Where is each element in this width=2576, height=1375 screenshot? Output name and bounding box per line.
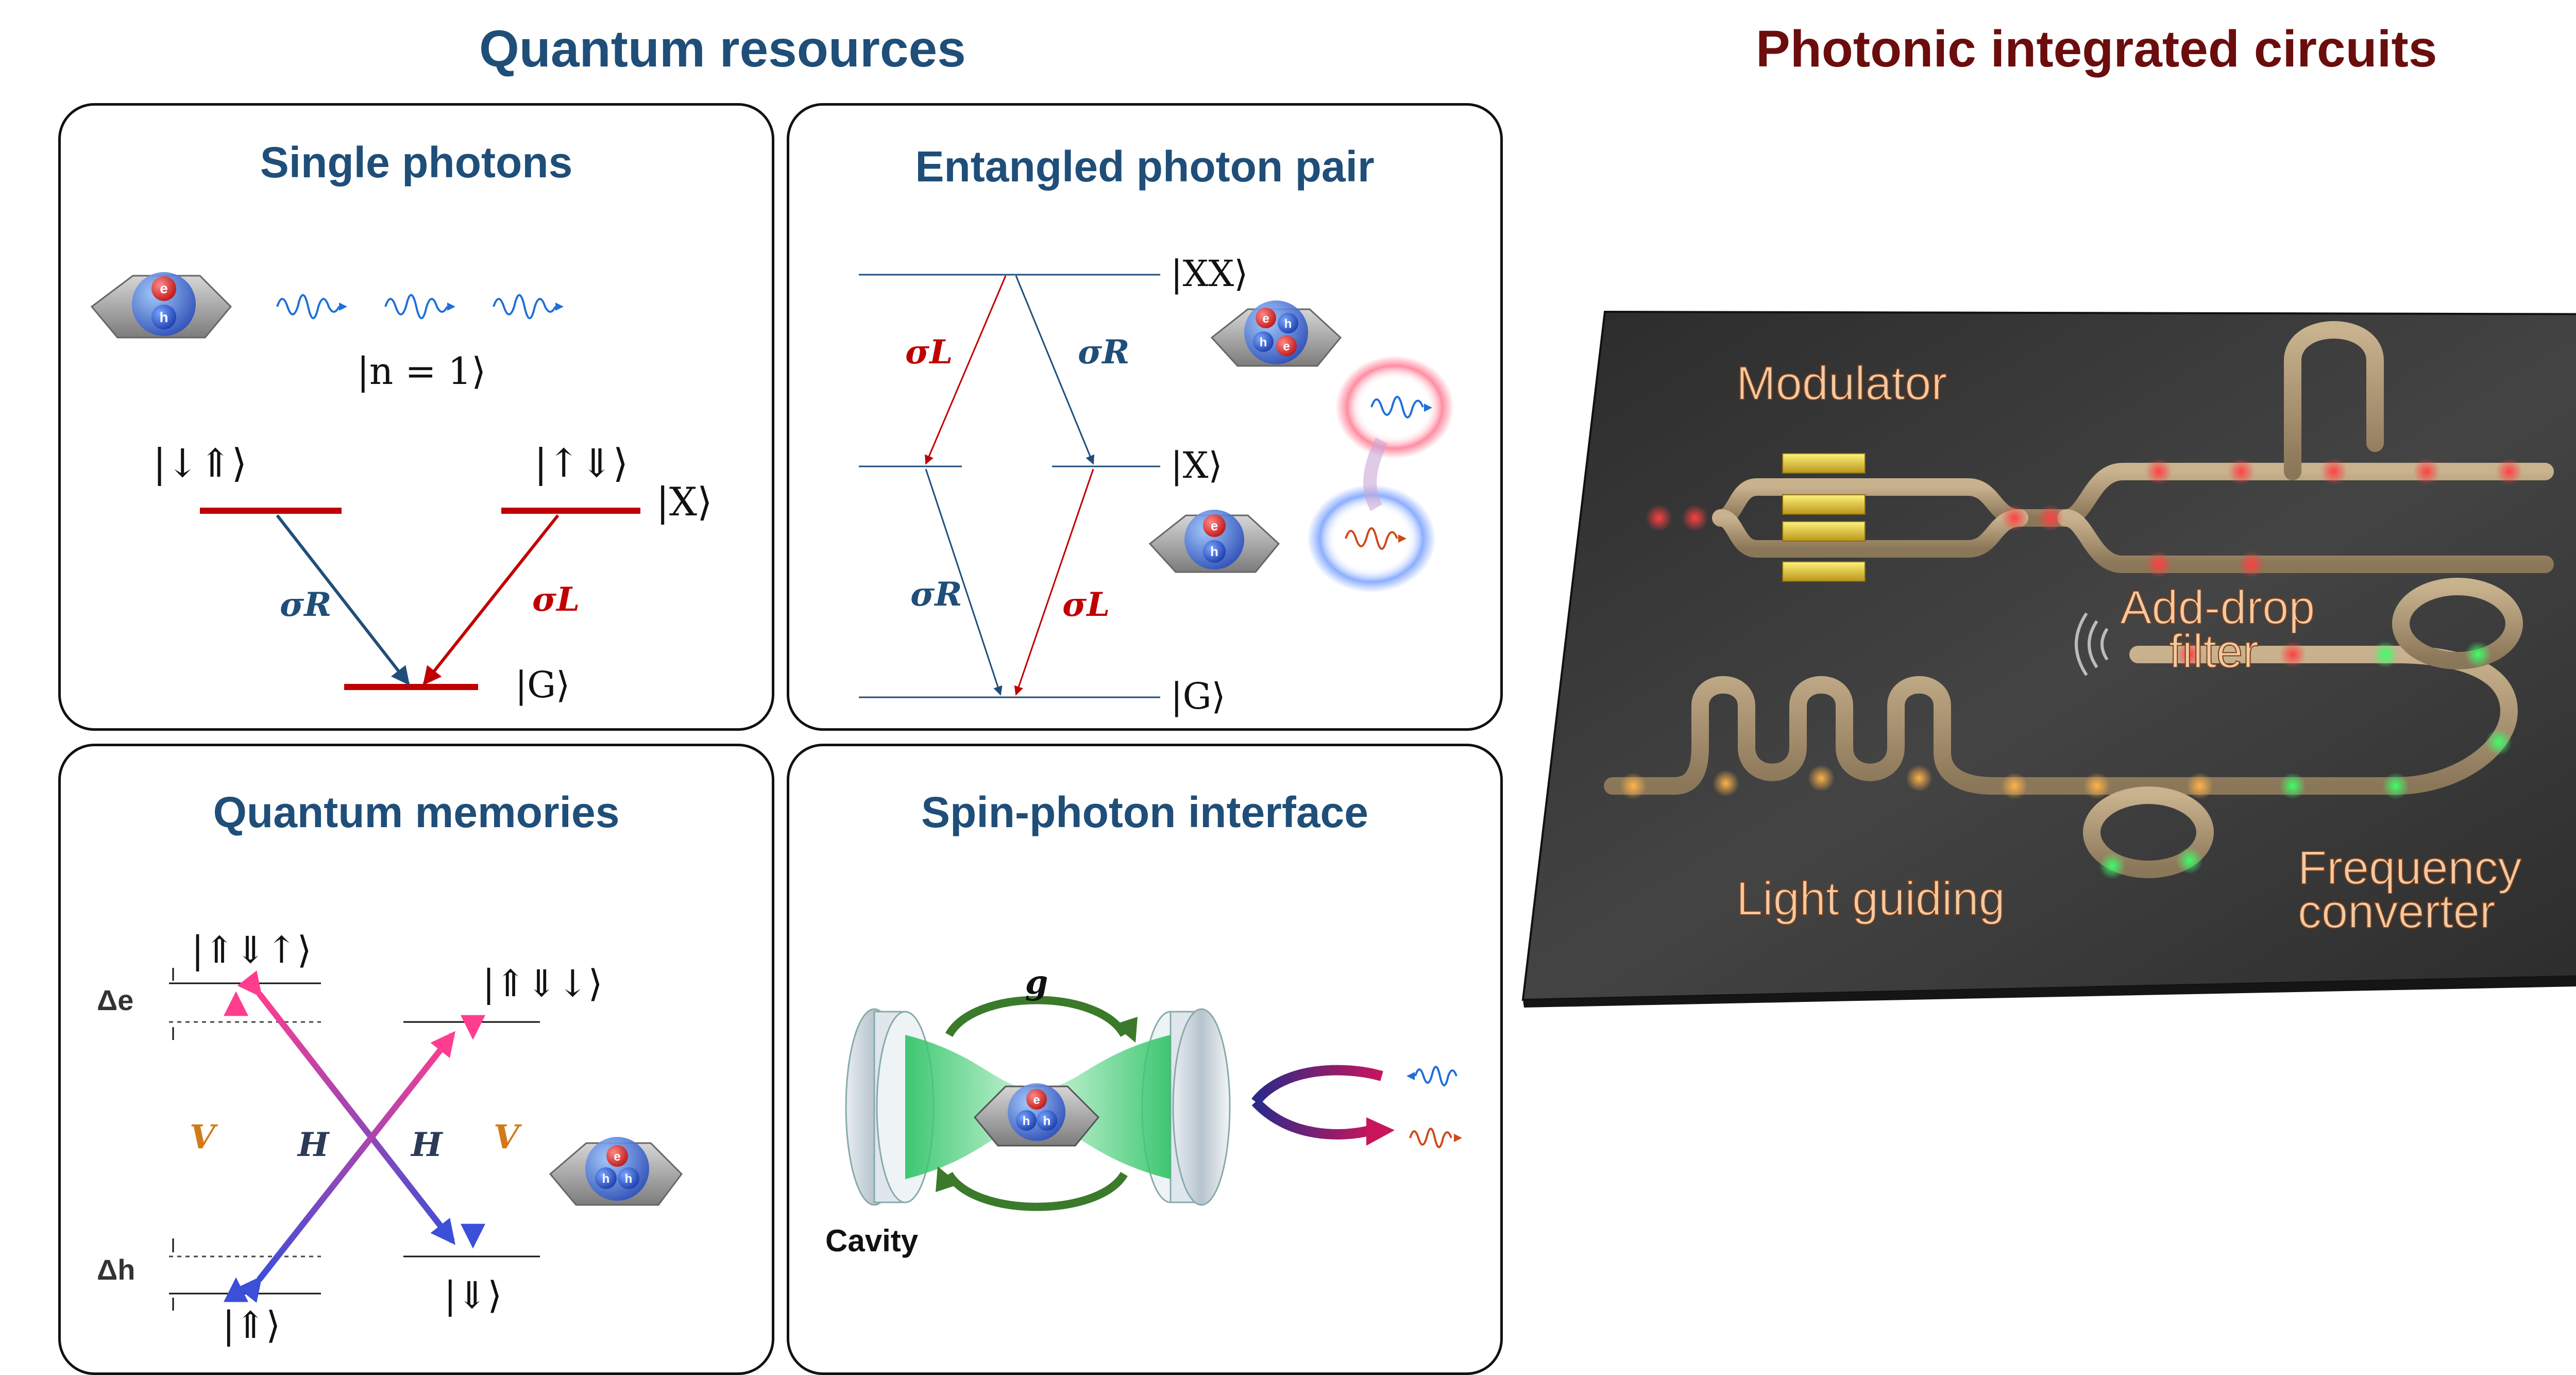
svg-text:h: h bbox=[602, 1172, 610, 1186]
label-frequency: Frequency bbox=[2298, 842, 2522, 894]
quantum-dot-cavity-icon: e h h bbox=[973, 1083, 1100, 1147]
modulator-electrodes bbox=[1782, 453, 1866, 582]
photon-exchange-arrow bbox=[1251, 1065, 1383, 1105]
photonic-chip: Modulator Add-drop filter Light guiding … bbox=[1520, 299, 2576, 1010]
svg-text:e: e bbox=[614, 1150, 620, 1164]
sigma-r-label: σR bbox=[280, 585, 331, 624]
h-transition-left bbox=[237, 970, 455, 1245]
x-to-g-sigma-r bbox=[925, 468, 1003, 696]
heading-quantum-resources: Quantum resources bbox=[479, 20, 966, 78]
photon-number-state: |n = 1⟩ bbox=[357, 349, 486, 393]
biexciton-label: |XX⟩ bbox=[1171, 253, 1248, 295]
panel-title: Spin-photon interface bbox=[921, 788, 1368, 836]
photon-exchange-arrow bbox=[1251, 1098, 1373, 1139]
photon-wavepacket-icon bbox=[276, 294, 347, 320]
sigma-l-label: σL bbox=[1062, 585, 1110, 624]
quantum-dot-charged-icon: e h h bbox=[549, 1137, 683, 1206]
panel-quantum-memories: Quantum memories |⇑⇓↑⟩ |⇑⇓↓⟩ Δe |⇑⟩ |⇓⟩ … bbox=[58, 744, 774, 1375]
delta-e-label: Δe bbox=[97, 984, 133, 1016]
xx-to-x-sigma-r bbox=[1015, 275, 1095, 465]
light-spots bbox=[1620, 458, 2522, 879]
cavity-label: Cavity bbox=[825, 1223, 919, 1258]
panel-title: Single photons bbox=[260, 138, 573, 187]
panel-title: Entangled photon pair bbox=[915, 142, 1375, 191]
level-left-label: |↓⇑⟩ bbox=[153, 440, 247, 486]
svg-text:h: h bbox=[1284, 317, 1292, 331]
coupling-arrow-bottom bbox=[945, 1171, 1128, 1211]
panel-spin-photon: Spin-photon interface g e h bbox=[787, 744, 1503, 1375]
svg-text:h: h bbox=[1023, 1114, 1030, 1128]
sigma-r-transition bbox=[276, 514, 410, 685]
label-light-guiding: Light guiding bbox=[1736, 873, 2005, 925]
h-transition-right bbox=[237, 1031, 455, 1303]
panel-title: Quantum memories bbox=[213, 788, 620, 836]
sigma-r-label: σR bbox=[910, 575, 962, 614]
label-add-drop-1: Add-drop bbox=[2120, 581, 2315, 634]
svg-text:e: e bbox=[1211, 518, 1218, 533]
svg-text:h: h bbox=[625, 1172, 633, 1186]
photon-exchange-arrowhead bbox=[1366, 1117, 1395, 1146]
svg-text:h: h bbox=[1210, 544, 1218, 559]
x-to-g-sigma-l bbox=[1014, 468, 1094, 696]
panel-single-photons: Single photons e h |n = 1⟩ |↓⇑⟩ |↑⇓⟩ bbox=[58, 103, 774, 731]
quantum-dot-biexciton-icon: e h h e bbox=[1210, 300, 1342, 367]
exciton-label: |X⟩ bbox=[1171, 444, 1223, 487]
chip-edge bbox=[1523, 976, 2576, 1008]
sigma-l-label: σL bbox=[905, 333, 953, 372]
hole-label: h bbox=[159, 309, 168, 325]
excited-left-label: |⇑⇓↑⟩ bbox=[191, 928, 311, 971]
v-label-right: V bbox=[494, 1118, 522, 1156]
photon-wavepacket-icon bbox=[1409, 1128, 1462, 1148]
coupling-arrow-top bbox=[945, 996, 1128, 1037]
heading-photonic-circuits: Photonic integrated circuits bbox=[1756, 20, 2437, 78]
excited-right-label: |⇑⇓↓⟩ bbox=[482, 962, 602, 1005]
svg-text:e: e bbox=[1262, 312, 1269, 326]
h-label-right: H bbox=[410, 1126, 444, 1164]
electron-label: e bbox=[160, 280, 168, 296]
label-add-drop-2: filter bbox=[2169, 625, 2259, 678]
photon-wavepacket-icon bbox=[384, 294, 455, 320]
coupling-arrowhead bbox=[936, 1166, 959, 1192]
svg-text:h: h bbox=[1043, 1114, 1051, 1128]
h-label-left: H bbox=[297, 1126, 330, 1164]
sigma-l-label: σL bbox=[532, 580, 580, 619]
svg-text:h: h bbox=[1260, 336, 1267, 349]
coupling-arrowhead bbox=[1114, 1017, 1138, 1043]
ground-label: |G⟩ bbox=[1171, 675, 1226, 717]
ground-left-label: |⇑⟩ bbox=[223, 1303, 281, 1347]
quantum-dot-icon: e h bbox=[90, 272, 232, 339]
level-right-label: |↑⇓⟩ bbox=[534, 440, 629, 486]
acoustic-wave-icon bbox=[2075, 612, 2109, 676]
sigma-r-label: σR bbox=[1078, 333, 1129, 372]
label-modulator: Modulator bbox=[1736, 357, 1947, 410]
delta-h-label: Δh bbox=[97, 1253, 135, 1286]
panel-entangled-pair: Entangled photon pair |XX⟩ |X⟩ |G⟩ σL σR… bbox=[787, 103, 1503, 731]
quantum-dot-exciton-icon: e h bbox=[1148, 510, 1280, 573]
photon-wavepacket-icon bbox=[493, 294, 564, 320]
svg-text:e: e bbox=[1283, 340, 1290, 354]
entangled-photons-icon bbox=[1307, 356, 1454, 593]
svg-text:e: e bbox=[1033, 1093, 1040, 1107]
xx-to-x-sigma-l bbox=[925, 275, 1007, 465]
v-label-left: V bbox=[190, 1118, 218, 1156]
cavity-mirror-right bbox=[1141, 1008, 1231, 1206]
ground-label: |G⟩ bbox=[515, 664, 570, 706]
label-converter: converter bbox=[2298, 885, 2496, 938]
photon-wavepacket-icon bbox=[1406, 1066, 1458, 1086]
ground-right-label: |⇓⟩ bbox=[444, 1273, 502, 1317]
exciton-label: |X⟩ bbox=[656, 479, 712, 525]
coupling-g-label: g bbox=[1025, 963, 1048, 1002]
sigma-l-transition bbox=[422, 514, 560, 685]
